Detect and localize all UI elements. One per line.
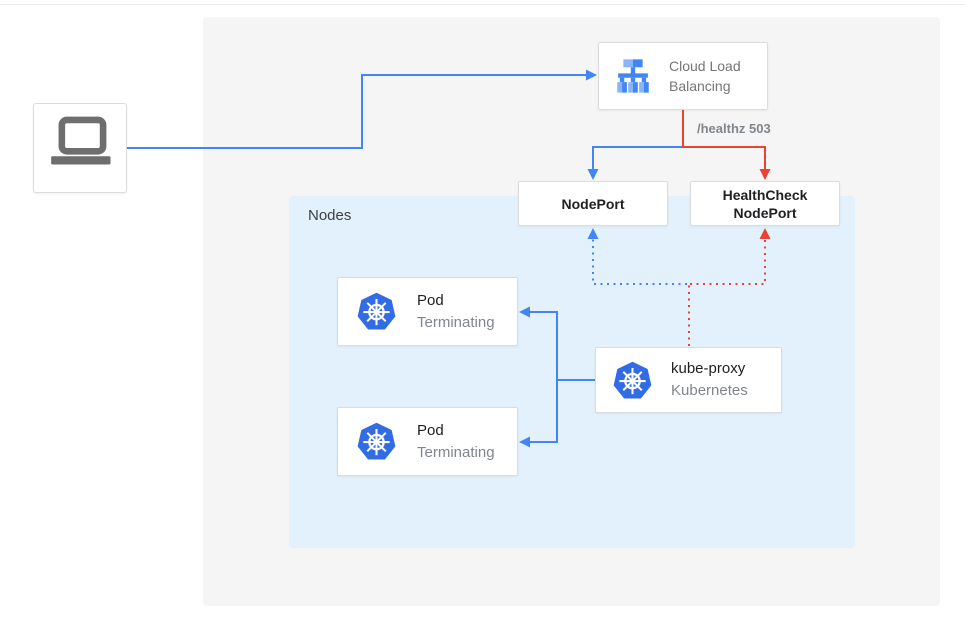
kube-proxy-subtitle: Kubernetes (671, 382, 748, 399)
cloud-load-balancing-node: Cloud Load Balancing (598, 42, 768, 110)
nodeport-node: NodePort (518, 181, 668, 226)
pod-status: Terminating (417, 313, 495, 331)
pod-status: Terminating (417, 443, 495, 461)
client-node (33, 103, 127, 193)
kubernetes-icon (356, 291, 397, 332)
kubernetes-icon (356, 421, 397, 462)
healthz-status-label: /healthz 503 (697, 121, 771, 136)
top-divider (0, 4, 965, 5)
cloud-load-balancing-label: Cloud Load Balancing (669, 58, 741, 94)
load-balancer-icon (612, 56, 654, 96)
healthcheck-nodeport-node: HealthCheck NodePort (690, 181, 840, 226)
pod-title: Pod (417, 421, 444, 439)
kube-proxy-title: kube-proxy (671, 360, 746, 377)
pod-title: Pod (417, 291, 444, 309)
nodes-panel-label: Nodes (308, 207, 352, 224)
laptop-icon (41, 115, 119, 181)
healthcheck-nodeport-label: HealthCheck NodePort (722, 186, 808, 221)
kube-proxy-node: kube-proxy Kubernetes (595, 347, 782, 413)
pod-node-2: Pod Terminating (337, 407, 518, 476)
pod-node-1: Pod Terminating (337, 277, 518, 346)
nodeport-label: NodePort (561, 195, 625, 212)
kubernetes-icon (612, 360, 653, 401)
